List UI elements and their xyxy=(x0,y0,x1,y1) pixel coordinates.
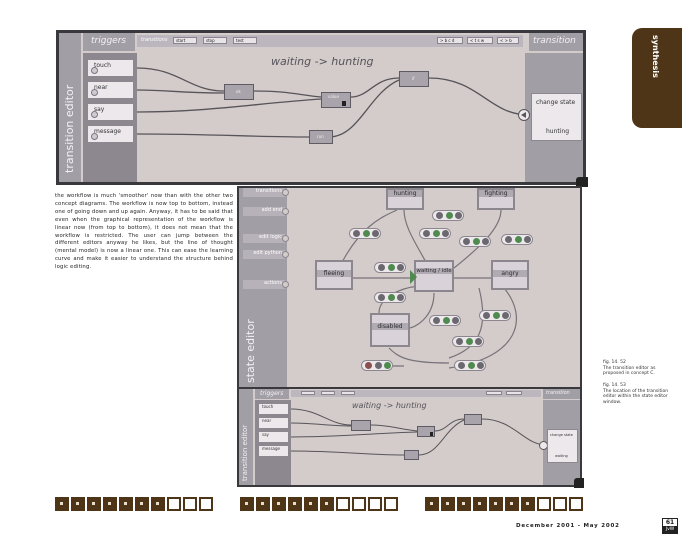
editor-sidebar: transition editor xyxy=(239,389,253,485)
trigger-message[interactable]: message xyxy=(258,445,289,457)
wire-connections xyxy=(290,408,547,456)
button-edit-logic[interactable]: edit logic xyxy=(243,234,289,243)
logic-node[interactable]: value xyxy=(321,92,351,108)
page-number: 61 xyxy=(665,519,675,526)
action-pill[interactable] xyxy=(479,310,511,321)
state-disabled[interactable]: disabled xyxy=(370,313,410,347)
transition-label: transition xyxy=(533,36,576,46)
action-pill[interactable] xyxy=(459,236,491,247)
transition-editor-figure: transition editor triggers transitions s… xyxy=(56,30,586,185)
toolbar-field[interactable]: < t s w xyxy=(467,37,493,44)
inner-transition-editor: transition editor triggers transition wa… xyxy=(239,387,580,485)
triggers-label: triggers xyxy=(91,36,127,46)
state-fighting[interactable]: fighting xyxy=(477,188,515,210)
toolbar-field[interactable] xyxy=(341,391,355,395)
wire-connections xyxy=(136,67,530,138)
section-tab: synthesis xyxy=(632,28,682,128)
logic-node[interactable] xyxy=(464,414,482,425)
logic-node[interactable]: ok xyxy=(224,84,254,100)
transition-header: transition xyxy=(529,33,583,51)
logic-node[interactable] xyxy=(417,426,435,437)
state-wires xyxy=(338,209,518,369)
node-indicator xyxy=(430,432,433,436)
toolbar-label: transitions xyxy=(141,37,168,43)
action-pill[interactable] xyxy=(349,228,381,239)
action-pill[interactable] xyxy=(454,360,486,371)
trigger-touch[interactable]: touch xyxy=(87,59,134,77)
toolbar-field[interactable] xyxy=(301,391,315,395)
toolbar-field[interactable]: stop xyxy=(203,37,227,44)
editor-title: waiting -> hunting xyxy=(271,55,374,68)
decorative-square-strip xyxy=(240,497,405,513)
button-edit-python[interactable]: edit python xyxy=(243,250,289,259)
action-pill[interactable] xyxy=(429,315,461,326)
port-icon xyxy=(91,89,98,96)
triggers-header: triggers xyxy=(255,389,289,399)
decorative-square-strip xyxy=(425,497,590,513)
corner-badge xyxy=(574,478,584,488)
body-text: the workflow is much 'smoother' now than… xyxy=(55,193,233,271)
state-fleeing[interactable]: fleeing xyxy=(315,260,353,290)
toolbar-field[interactable] xyxy=(486,391,502,395)
trigger-say[interactable]: say xyxy=(87,103,134,121)
node-indicator xyxy=(342,101,346,106)
trigger-near[interactable]: near xyxy=(258,417,289,429)
port-icon xyxy=(91,111,98,118)
editor-sidebar: transition editor xyxy=(59,33,81,182)
action-pill[interactable] xyxy=(419,228,451,239)
button-add-end[interactable]: add end xyxy=(243,207,289,216)
change-state-action[interactable]: change state hunting xyxy=(531,93,582,141)
transition-header: transition xyxy=(543,389,580,399)
trigger-touch[interactable]: touch xyxy=(258,403,289,415)
logic-node[interactable] xyxy=(351,420,371,431)
figure-caption: fig. 14. 52 The transition editor as pro… xyxy=(603,360,656,377)
state-editor-figure: state editor transitions add end edit lo… xyxy=(237,186,582,487)
action-pill[interactable] xyxy=(452,336,484,347)
port-icon xyxy=(91,133,98,140)
toolbar-field[interactable] xyxy=(321,391,335,395)
author-initials: JvW xyxy=(663,526,677,533)
target-state: waiting xyxy=(555,454,568,458)
editor-toolbar xyxy=(291,390,541,397)
toolbar-field[interactable]: < > b xyxy=(497,37,519,44)
toolbar-field[interactable]: > b c d xyxy=(437,37,463,44)
editor-toolbar: transitions start stop test > b c d < t … xyxy=(137,35,523,47)
editor-title: waiting -> hunting xyxy=(352,401,427,410)
section-tab-label: synthesis xyxy=(651,35,660,78)
change-state-action[interactable]: change state waiting xyxy=(547,429,578,463)
trigger-say[interactable]: say xyxy=(258,431,289,443)
page-number-box: 61 JvW xyxy=(662,518,678,534)
figure-caption: fig. 14. 53 The location of the transiti… xyxy=(603,383,669,406)
decorative-square-strip xyxy=(55,497,220,513)
button-actions[interactable]: actions xyxy=(243,280,289,289)
state-waiting-idle[interactable]: waiting / idle xyxy=(414,260,454,292)
triggers-header: triggers xyxy=(83,33,135,51)
logic-node[interactable]: if xyxy=(399,71,429,87)
input-port-icon xyxy=(518,109,530,121)
toolbar-field[interactable]: test xyxy=(233,37,257,44)
state-hunting[interactable]: hunting xyxy=(386,188,424,210)
action-pill[interactable] xyxy=(374,262,406,273)
target-state: hunting xyxy=(546,128,570,135)
editor-sidebar: state editor xyxy=(239,188,287,393)
action-pill[interactable] xyxy=(374,292,406,303)
action-pill[interactable] xyxy=(432,210,464,221)
logic-node[interactable] xyxy=(404,450,419,460)
initial-state-arrow-icon xyxy=(410,270,417,284)
trigger-near[interactable]: near xyxy=(87,81,134,99)
action-pill[interactable] xyxy=(361,360,393,371)
trigger-message[interactable]: message xyxy=(87,125,134,143)
state-angry[interactable]: angry xyxy=(491,260,529,290)
button-transitions[interactable]: transitions xyxy=(243,188,289,197)
footer-date: December 2001 - May 2002 xyxy=(516,523,620,529)
corner-badge xyxy=(576,177,588,187)
toolbar-field[interactable] xyxy=(506,391,522,395)
logic-node[interactable]: run xyxy=(309,130,333,144)
toolbar-field[interactable]: start xyxy=(173,37,197,44)
port-icon xyxy=(91,67,98,74)
action-pill[interactable] xyxy=(501,234,533,245)
